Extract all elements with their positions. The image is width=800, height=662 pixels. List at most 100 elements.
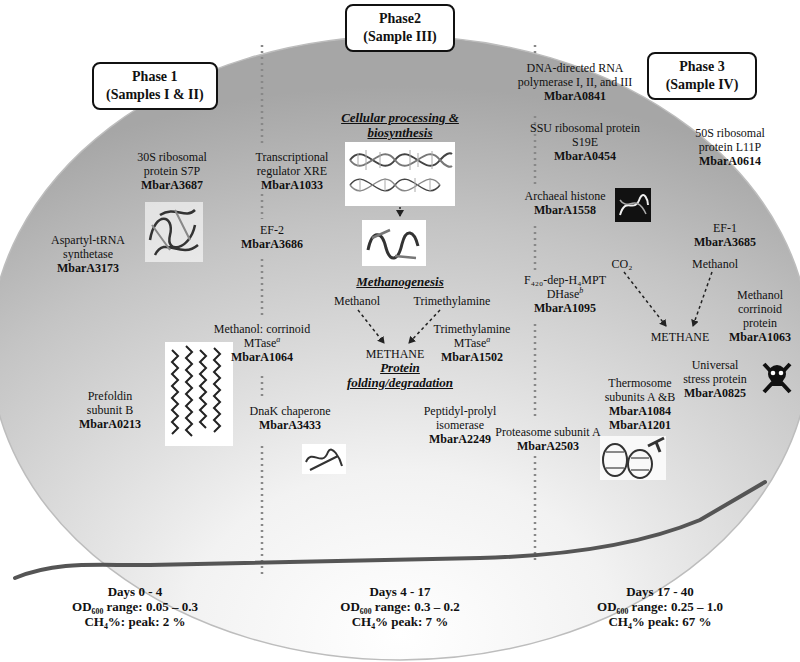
label-group: DnaK chaperoneMbarA3433 bbox=[235, 404, 345, 432]
label-group: Transcriptional regulator XREMbarA1033 bbox=[242, 150, 342, 192]
label-group: 30S ribosomal protein S7PMbarA3687 bbox=[122, 150, 222, 192]
protein-label: Proteasome subunit A bbox=[493, 425, 603, 439]
label-group: EF-1MbarA3685 bbox=[690, 221, 760, 249]
prefoldin-image bbox=[165, 342, 233, 446]
protein-label: 30S ribosomal protein S7P bbox=[122, 150, 222, 178]
label-group: Methanol corrinoid proteinMbarA1063 bbox=[729, 288, 791, 344]
gene-id: MbarA3686 bbox=[232, 237, 312, 251]
footnote-mark: b bbox=[579, 286, 583, 295]
phase-divider bbox=[262, 45, 535, 578]
protein-label: CO₂ bbox=[602, 257, 642, 271]
gene-id: MbarA0454 bbox=[530, 149, 640, 163]
label-group: SSU ribosomal protein S19EMbarA0454 bbox=[530, 121, 640, 163]
protein-label: EF-2 bbox=[232, 223, 312, 237]
protein-label: Methanol bbox=[680, 257, 750, 271]
phase-title: (Sample IV) bbox=[661, 76, 743, 94]
section-heading: Methanogenesis bbox=[340, 274, 460, 289]
phase-stats: Days 0 - 4 bbox=[50, 584, 220, 599]
gene-id: MbarA0841 bbox=[510, 89, 640, 103]
phase-box: Phase 3(Sample IV) bbox=[647, 52, 757, 100]
phase-title: Phase 1 bbox=[106, 68, 204, 86]
protein-image bbox=[362, 220, 426, 266]
protein-label: Thermosome subunits A &B bbox=[600, 376, 680, 404]
protein-label: Methanol bbox=[322, 294, 392, 308]
footnote-mark: a bbox=[276, 335, 280, 344]
gene-id: MbarA1201 bbox=[600, 418, 680, 432]
protein-label: DnaK chaperone bbox=[235, 404, 345, 418]
protein-label: Trimethylamine MTasea bbox=[422, 322, 522, 350]
section-heading: Protein folding/degradation bbox=[335, 360, 465, 390]
gene-id: MbarA1064 bbox=[207, 350, 317, 364]
label-group: Methanol bbox=[322, 294, 392, 308]
protein-label: Methanol: corrinoid MTasea bbox=[207, 322, 317, 350]
phase-title: (Samples I & II) bbox=[106, 86, 204, 104]
protein-label: Archaeal histone bbox=[515, 189, 615, 203]
gene-id: MbarA2249 bbox=[410, 432, 510, 446]
label-group: Methanol: corrinoid MTaseaMbarA1064 bbox=[207, 322, 317, 364]
flow-arrow bbox=[399, 207, 401, 216]
aspartyl-trna-synthetase-image bbox=[145, 202, 203, 262]
gene-id: MbarA3685 bbox=[690, 235, 760, 249]
thermosome-image bbox=[600, 436, 666, 480]
phase-title: (Sample III) bbox=[359, 28, 441, 46]
label-group: Protein folding/degradation bbox=[335, 360, 465, 390]
phase-title: Phase2 bbox=[359, 10, 441, 28]
protein-label: METHANE bbox=[355, 347, 435, 361]
protein-label: Trimethylamine bbox=[402, 294, 502, 308]
gene-id: MbarA1558 bbox=[515, 203, 615, 217]
cell-outline bbox=[0, 36, 800, 660]
label-group: F₄₂₀-dep-H₄MPT DHasebMbarA1095 bbox=[523, 273, 607, 315]
label-group: METHANE bbox=[355, 347, 435, 361]
gene-id: MbarA3687 bbox=[122, 178, 222, 192]
gene-id: MbarA1095 bbox=[523, 301, 607, 315]
gene-id: MbarA2503 bbox=[493, 439, 603, 453]
gene-id: MbarA1502 bbox=[422, 350, 522, 364]
label-group: Proteasome subunit AMbarA2503 bbox=[493, 425, 603, 453]
label-group: Methanol bbox=[680, 257, 750, 271]
label-group: Trimethylamine bbox=[402, 294, 502, 308]
gene-id: MbarA1033 bbox=[242, 178, 342, 192]
dna-helix-image bbox=[345, 142, 455, 206]
label-group: Cellular processing & biosynthesis bbox=[325, 110, 475, 140]
label-group: Archaeal histoneMbarA1558 bbox=[515, 189, 615, 217]
label-group: Thermosome subunits A &BMbarA1084MbarA12… bbox=[600, 376, 680, 432]
label-group: Days 0 - 4OD₆₀₀ range: 0.05 – 0.3CH₄%: p… bbox=[50, 584, 220, 629]
growth-curve bbox=[15, 482, 765, 578]
gene-id: MbarA3173 bbox=[43, 261, 133, 275]
protein-label: METHANE bbox=[640, 330, 720, 344]
gene-id: MbarA0825 bbox=[677, 386, 753, 400]
protein-label: DNA-directed RNA polymerase I, II, and I… bbox=[510, 61, 640, 89]
protein-label: SSU ribosomal protein S19E bbox=[530, 121, 640, 149]
label-group: Universal stress proteinMbarA0825 bbox=[677, 358, 753, 400]
gene-id: MbarA0614 bbox=[680, 154, 780, 168]
protein-label: F₄₂₀-dep-H₄MPT DHaseb bbox=[523, 273, 607, 301]
label-group: Days 4 - 17OD₆₀₀ range: 0.3 – 0.2CH₄% pe… bbox=[315, 584, 485, 629]
phase-stats: Days 4 - 17 bbox=[315, 584, 485, 599]
gene-id: MbarA3433 bbox=[235, 418, 345, 432]
footnote-mark: a bbox=[486, 335, 490, 344]
protein-label: Universal stress protein bbox=[677, 358, 753, 386]
label-group: METHANE bbox=[640, 330, 720, 344]
phase-title: Phase 3 bbox=[661, 58, 743, 76]
label-group: Prefoldin subunit BMbarA0213 bbox=[70, 389, 150, 431]
phase-stats: CH₄%: peak: 2 % bbox=[50, 614, 220, 629]
phase-stats: Days 17 - 40 bbox=[575, 584, 745, 599]
protein-label: Prefoldin subunit B bbox=[70, 389, 150, 417]
skull-symbol bbox=[764, 364, 790, 392]
phase-stats: CH₄% peak: 7 % bbox=[315, 614, 485, 629]
dnak-image bbox=[302, 444, 346, 474]
label-group: Peptidyl-prolyl isomeraseMbarA2249 bbox=[410, 404, 510, 446]
label-group: Aspartyl-tRNA synthetaseMbarA3173 bbox=[43, 233, 133, 275]
label-group: Trimethylamine MTaseaMbarA1502 bbox=[422, 322, 522, 364]
label-group: EF-2MbarA3686 bbox=[232, 223, 312, 251]
protein-label: 50S ribosomal protein L11P bbox=[680, 126, 780, 154]
gene-id: MbarA1084 bbox=[600, 404, 680, 418]
protein-label: EF-1 bbox=[690, 221, 760, 235]
protein-label: Methanol corrinoid protein bbox=[729, 288, 791, 330]
label-group: Days 17 - 40OD₆₀₀ range: 0.25 – 1.0CH₄% … bbox=[575, 584, 745, 629]
label-group: 50S ribosomal protein L11PMbarA0614 bbox=[680, 126, 780, 168]
gene-id: MbarA1063 bbox=[729, 330, 791, 344]
label-group: Methanogenesis bbox=[340, 274, 460, 289]
protein-label: Transcriptional regulator XRE bbox=[242, 150, 342, 178]
protein-label: Aspartyl-tRNA synthetase bbox=[43, 233, 133, 261]
